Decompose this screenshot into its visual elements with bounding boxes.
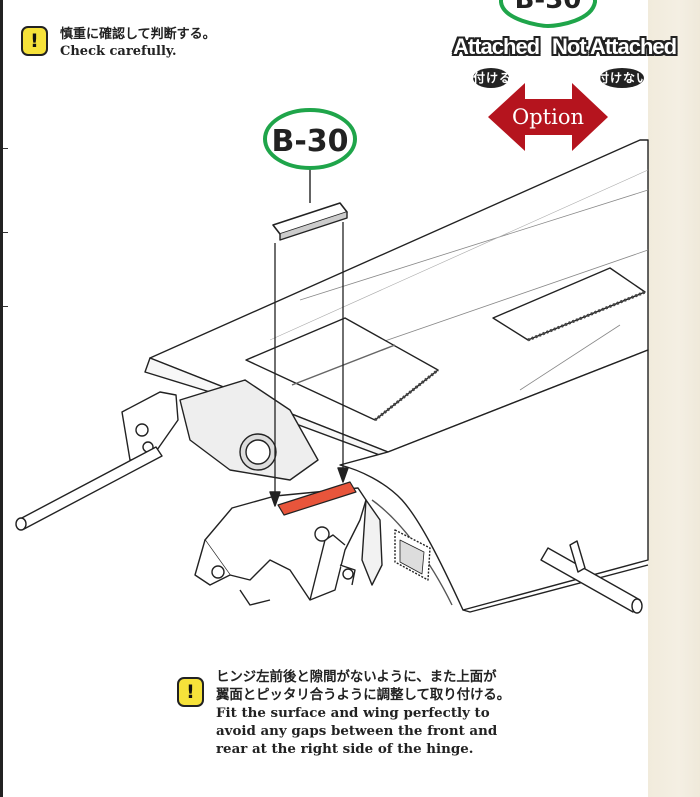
option-badge-top [499, 0, 597, 29]
note-bottom-en-line3: rear at the right side of the hinge. [216, 741, 474, 757]
caution-note-top: ! 慎重に確認して判断する。 Check carefully. [21, 26, 216, 60]
note-bottom-jp-line2: 翼面とピッタリ合うように調整して取り付ける。 [216, 687, 511, 703]
caution-note-bottom: ! ヒンジ左前後と隙間がないように、また上面が 翼面とピッタリ合うように調整して… [177, 667, 510, 758]
page-tick [3, 306, 8, 307]
part-callout-circle [263, 108, 357, 170]
part-position-highlight [277, 481, 357, 516]
page-tick [3, 148, 8, 149]
attached-jp-label: 付ける [473, 71, 513, 85]
exclamation-icon: ! [177, 677, 204, 707]
not-attached-label: Not Attached [552, 34, 677, 59]
note-top-en: Check carefully. [60, 43, 177, 59]
option-arrow-label: Option [512, 105, 584, 129]
left-page-rule [0, 0, 3, 797]
note-bottom-en-line2: avoid any gaps between the front and [216, 723, 498, 739]
not-attached-jp-label: 付けない [597, 71, 650, 85]
page-edge-band [648, 0, 700, 797]
part-callout-label: B-30 [271, 124, 348, 159]
note-bottom-en-line1: Fit the surface and wing perfectly to [216, 705, 490, 721]
option-arrow [488, 83, 608, 151]
exclamation-icon: ! [21, 26, 48, 56]
page-tick [3, 232, 8, 233]
note-top-jp: 慎重に確認して判断する。 [60, 27, 216, 42]
access-panel-right [492, 267, 646, 341]
option-badge-label: B-30 [515, 0, 582, 15]
attached-label: Attached [453, 34, 540, 59]
hinge-block [204, 487, 367, 601]
note-bottom-jp-line1: ヒンジ左前後と隙間がないように、また上面が [216, 669, 497, 685]
